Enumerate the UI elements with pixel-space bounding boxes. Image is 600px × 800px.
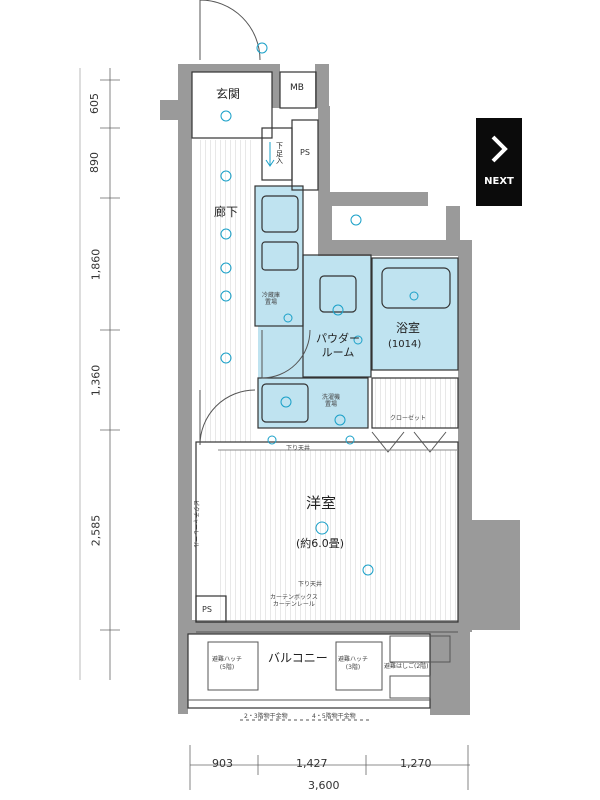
dim-vertical-4: 1,360 [89, 364, 103, 397]
dim-horizontal-1: 903 [212, 757, 233, 770]
room-label-western: 洋室 [306, 494, 337, 512]
dim-total-width: 3,600 [308, 779, 340, 792]
note-hatch-right: 避難ハッチ (3階) [338, 656, 369, 671]
fixture-symbols [220, 42, 419, 576]
room-label-washer: 洗濯機 置場 [322, 394, 341, 409]
dim-horizontal-2: 1,427 [296, 757, 328, 770]
note-curtain: カーテンボックス カーテンレール [270, 594, 318, 609]
dim-vertical-2: 890 [88, 152, 101, 173]
room-label-powder-room: パウダー ルーム [316, 332, 360, 360]
note-lowered-ceiling-1: 下り天井 [286, 445, 311, 452]
note-rail-left: 2・3階物干金物 [244, 713, 288, 720]
dim-horizontal-3: 1,270 [400, 757, 432, 770]
note-rail-right: 4・5階物干金物 [312, 713, 356, 720]
room-label-western-size: (約6.0畳) [296, 537, 345, 550]
note-picture-rail: ピクチャーレール [192, 500, 199, 548]
dimension-lines [79, 68, 470, 790]
room-label-shoe: 下 足 入 [276, 142, 283, 166]
room-label-hall: 廊下 [214, 205, 239, 219]
door-swings [199, 0, 447, 453]
dim-vertical-1: 605 [88, 93, 101, 114]
room-outlines [187, 71, 459, 709]
room-label-closet: クローゼット [390, 415, 427, 422]
compass-arrows [265, 142, 275, 167]
room-label-ps-bottom: PS [202, 605, 212, 614]
room-label-bath: 浴室 [396, 321, 421, 335]
next-label: NEXT [484, 176, 514, 187]
note-ladder: 避難はしご(2階) [384, 663, 429, 670]
floor-texture [196, 140, 458, 628]
note-lowered-ceiling-2: 下り天井 [298, 581, 323, 588]
room-label-entrance: 玄関 [216, 87, 241, 101]
dim-vertical-5: 2,585 [89, 514, 103, 547]
note-hatch-left: 避難ハッチ (5階) [212, 656, 243, 671]
room-label-bath-size: (1014) [388, 339, 422, 350]
walls [160, 64, 520, 715]
balcony-lines [188, 449, 458, 721]
room-label-fridge: 冷蔵庫 置場 [262, 292, 281, 307]
room-label-ps-top: PS [300, 148, 310, 157]
room-label-balcony: バルコニー [268, 651, 328, 665]
next-button[interactable]: NEXT [476, 118, 522, 206]
dim-vertical-3: 1,860 [89, 248, 103, 281]
room-label-mb: MB [290, 83, 304, 93]
chevron-right-icon [491, 135, 508, 163]
